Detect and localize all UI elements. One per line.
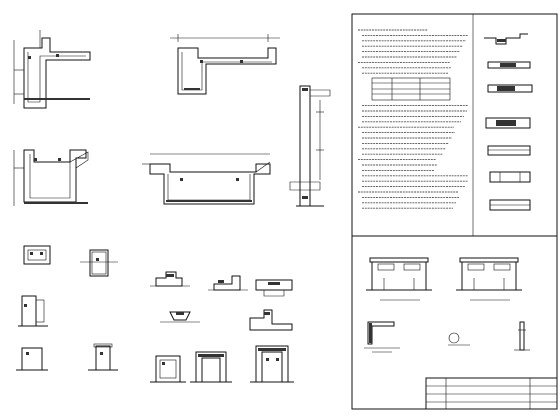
frame-details xyxy=(364,257,530,353)
detail-9 xyxy=(88,343,118,371)
side-detail-3 xyxy=(485,117,531,129)
detail-12 xyxy=(160,311,200,323)
notes-text-lines xyxy=(358,29,468,209)
detail-6 xyxy=(23,245,51,265)
side-detail-1 xyxy=(484,33,528,45)
detail-14 xyxy=(255,279,293,297)
detail-17 xyxy=(190,351,232,383)
frame-elevation-a xyxy=(366,257,432,301)
detail-4 xyxy=(142,153,271,205)
side-detail-4 xyxy=(487,145,531,211)
detail-5-column xyxy=(289,85,331,207)
detail-15 xyxy=(249,309,293,331)
title-block xyxy=(425,377,558,410)
detail-10 xyxy=(16,347,48,371)
notes-table xyxy=(371,77,451,101)
detail-1 xyxy=(13,30,91,109)
detail-11 xyxy=(150,271,190,287)
frame-elevation-b xyxy=(456,257,522,301)
design-notes xyxy=(358,29,468,209)
side-detail-2 xyxy=(487,61,533,93)
detail-18 xyxy=(250,345,294,383)
side-details xyxy=(484,33,533,211)
detail-13 xyxy=(208,275,248,291)
frame-section-detail xyxy=(364,321,530,353)
detail-2 xyxy=(170,34,280,95)
detail-16 xyxy=(150,355,186,383)
detail-7 xyxy=(80,249,118,277)
detail-8 xyxy=(18,295,48,327)
detail-3 xyxy=(13,149,89,206)
